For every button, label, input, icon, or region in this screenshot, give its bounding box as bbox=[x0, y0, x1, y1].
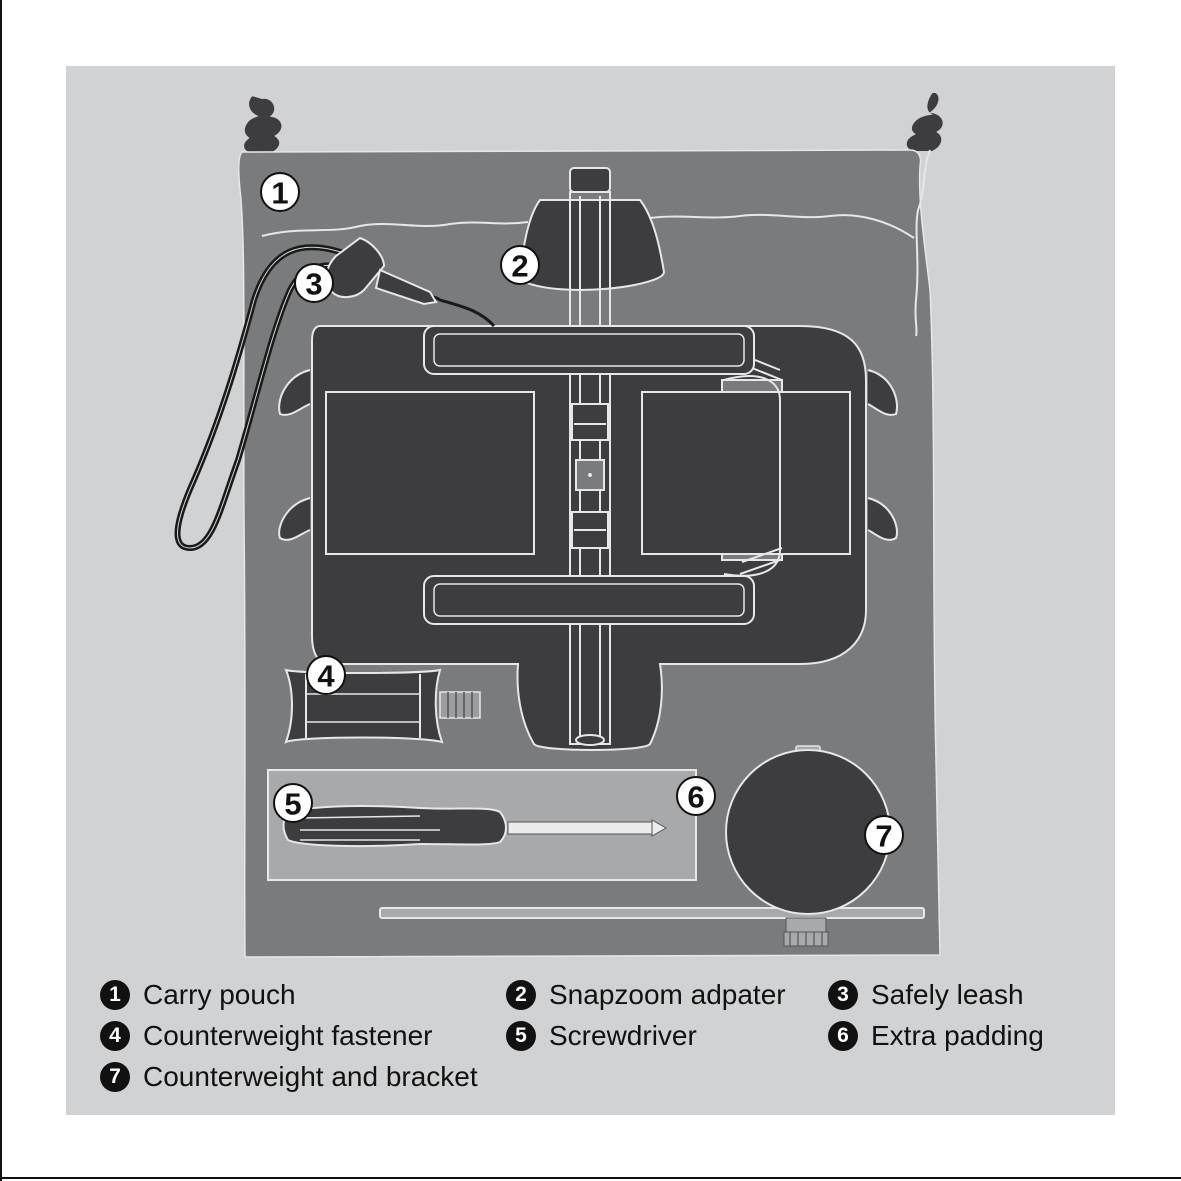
callout-2-number: 2 bbox=[511, 249, 528, 284]
legend-label-safety-leash: Safely leash bbox=[871, 979, 1024, 1010]
screwdriver bbox=[282, 805, 668, 848]
legend-item-snapzoom-adapter: 2 Snapzoom adpater bbox=[506, 975, 786, 1015]
callout-5: 5 bbox=[273, 783, 313, 823]
counterweight-bracket bbox=[379, 745, 925, 947]
legend-item-counterweight-fastener: 4 Counterweight fastener bbox=[100, 1016, 433, 1056]
callout-5-number: 5 bbox=[284, 787, 301, 822]
callout-1: 1 bbox=[260, 172, 300, 212]
legend-label-extra-padding: Extra padding bbox=[871, 1020, 1044, 1051]
kit-illustration: 1 2 3 4 5 6 7 bbox=[174, 91, 945, 958]
callout-2: 2 bbox=[500, 245, 540, 285]
callout-7-number: 7 bbox=[875, 819, 892, 854]
legend-badge-2: 2 bbox=[506, 980, 536, 1010]
frame-bottom-border bbox=[0, 1177, 1181, 1179]
left-drawstring-tassel bbox=[242, 93, 284, 155]
legend-label-screwdriver: Screwdriver bbox=[549, 1020, 697, 1051]
frame-left-border bbox=[0, 0, 2, 1181]
safety-leash bbox=[174, 236, 496, 552]
callout-1-number: 1 bbox=[271, 176, 288, 211]
callout-7: 7 bbox=[864, 815, 904, 855]
legend-item-screwdriver: 5 Screwdriver bbox=[506, 1016, 697, 1056]
callout-3: 3 bbox=[294, 263, 334, 303]
callout-3-number: 3 bbox=[305, 267, 322, 302]
legend-label-carry-pouch: Carry pouch bbox=[143, 979, 296, 1010]
legend-item-extra-padding: 6 Extra padding bbox=[828, 1016, 1044, 1056]
legend-item-counterweight-bracket: 7 Counterweight and bracket bbox=[100, 1057, 478, 1097]
right-drawstring-tassel bbox=[904, 91, 945, 153]
pouch-drawstring-right bbox=[914, 149, 931, 337]
legend-item-safety-leash: 3 Safely leash bbox=[828, 975, 1024, 1015]
callout-4: 4 bbox=[306, 655, 346, 695]
snapzoom-adapter bbox=[278, 167, 898, 751]
callout-6: 6 bbox=[676, 776, 716, 816]
legend-badge-6: 6 bbox=[828, 1021, 858, 1051]
pouch-drawstring-hem bbox=[261, 213, 915, 239]
legend-label-counterweight-fastener: Counterweight fastener bbox=[143, 1020, 433, 1051]
legend-badge-3: 3 bbox=[828, 980, 858, 1010]
legend: 1 Carry pouch 2 Snapzoom adpater 3 Safel… bbox=[100, 973, 1100, 1103]
legend-item-carry-pouch: 1 Carry pouch bbox=[100, 975, 296, 1015]
legend-label-counterweight-bracket: Counterweight and bracket bbox=[143, 1061, 478, 1092]
callout-4-number: 4 bbox=[317, 659, 335, 694]
legend-badge-7: 7 bbox=[100, 1062, 130, 1092]
legend-badge-1: 1 bbox=[100, 980, 130, 1010]
legend-label-snapzoom-adapter: Snapzoom adpater bbox=[549, 979, 786, 1010]
legend-badge-5: 5 bbox=[506, 1021, 536, 1051]
legend-badge-4: 4 bbox=[100, 1021, 130, 1051]
callout-6-number: 6 bbox=[687, 780, 704, 815]
